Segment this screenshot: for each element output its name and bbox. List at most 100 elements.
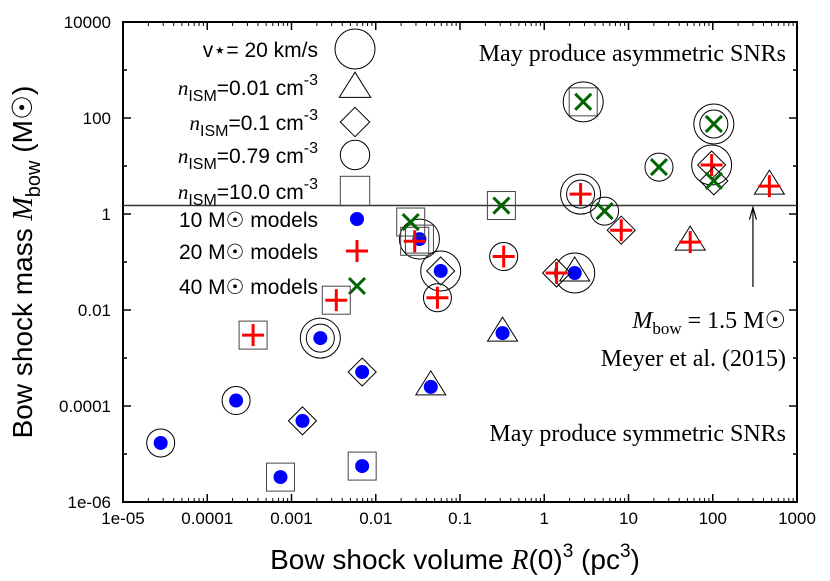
dot-icon bbox=[350, 212, 364, 226]
big-circle-icon bbox=[398, 218, 440, 260]
square-icon bbox=[404, 224, 434, 254]
square-icon bbox=[568, 87, 598, 117]
x-tick-label: 10 bbox=[619, 509, 638, 528]
legend-shape-label: nISM=0.01 cm-3 bbox=[178, 72, 318, 105]
legend-series-symbol bbox=[347, 276, 367, 296]
data-point bbox=[287, 406, 318, 436]
legend-series-label: 40 M☉ models bbox=[179, 276, 318, 299]
y-tick-label: 0.01 bbox=[78, 301, 111, 320]
reference-line: Mbow = 1.5 M☉ Meyer et al. (2015) bbox=[123, 204, 797, 372]
circle-icon bbox=[566, 179, 596, 209]
data-point bbox=[396, 207, 426, 237]
big-circle-icon bbox=[299, 317, 341, 359]
data-point bbox=[414, 369, 447, 396]
data-point bbox=[321, 285, 351, 315]
cross-icon bbox=[492, 196, 511, 215]
dot-icon bbox=[567, 265, 582, 280]
circle-icon bbox=[146, 428, 176, 458]
big-circle-icon bbox=[334, 28, 376, 70]
square-icon bbox=[347, 451, 377, 481]
triangle-icon bbox=[338, 71, 372, 98]
data-point bbox=[541, 258, 572, 288]
arrow-head-icon bbox=[748, 205, 758, 220]
symmetric-annotation: May produce symmetric SNRs bbox=[489, 421, 786, 447]
square-icon bbox=[238, 320, 268, 350]
data-point bbox=[486, 191, 516, 221]
legend-shape-symbol bbox=[339, 106, 371, 138]
y-tick-label: 100 bbox=[83, 109, 111, 128]
dot-icon bbox=[433, 263, 448, 278]
dot-icon bbox=[423, 379, 438, 394]
y-tick-label: 1e-06 bbox=[68, 493, 111, 512]
data-point bbox=[221, 386, 251, 416]
legend-shape-label: v⋆= 20 km/s bbox=[203, 39, 318, 62]
square-icon bbox=[339, 175, 371, 207]
legend-shape-label: nISM=0.1 cm-3 bbox=[190, 107, 319, 140]
legend-series-label: 10 M☉ models bbox=[179, 209, 318, 232]
x-tick-label: 1e-05 bbox=[101, 509, 144, 528]
dot-icon bbox=[153, 435, 168, 450]
legend-shape-label: nISM=10.0 cm-3 bbox=[178, 176, 318, 209]
data-point bbox=[644, 152, 674, 182]
triangle-icon bbox=[486, 316, 519, 342]
x-tick-label: 0.01 bbox=[359, 509, 392, 528]
data-point bbox=[238, 320, 268, 350]
legend-shape-symbol bbox=[339, 139, 371, 171]
threshold-reference: Meyer et al. (2015) bbox=[601, 346, 786, 372]
diamond-icon bbox=[425, 256, 456, 286]
dot-icon bbox=[295, 413, 310, 428]
data-point bbox=[486, 316, 519, 342]
threshold-label: Mbow = 1.5 M☉ bbox=[631, 308, 786, 338]
circle-icon bbox=[305, 323, 335, 353]
diamond-icon bbox=[699, 166, 729, 196]
circle-icon bbox=[644, 152, 674, 182]
cross-icon bbox=[401, 212, 420, 232]
data-point bbox=[299, 317, 341, 359]
circle-icon bbox=[590, 196, 620, 226]
data-point bbox=[560, 173, 602, 215]
big-circle-icon bbox=[560, 173, 602, 215]
cross-icon bbox=[704, 171, 723, 190]
axis-ticks bbox=[122, 21, 798, 503]
square-icon bbox=[486, 191, 516, 221]
y-tick-label: 1 bbox=[102, 205, 111, 224]
circle-icon bbox=[699, 109, 729, 139]
cross-icon bbox=[574, 92, 593, 111]
data-point bbox=[400, 226, 430, 256]
data-point bbox=[674, 225, 707, 254]
legend-shape-label: nISM=0.79 cm-3 bbox=[178, 140, 318, 173]
cross-icon bbox=[704, 114, 723, 134]
legend-series-symbol bbox=[346, 240, 368, 262]
square-icon bbox=[265, 462, 295, 492]
diamond-icon bbox=[541, 258, 572, 288]
triangle-icon bbox=[414, 369, 447, 396]
dot-icon bbox=[273, 470, 288, 485]
data-point bbox=[590, 196, 620, 226]
legend-shape-symbol bbox=[339, 175, 371, 207]
diamond-icon bbox=[347, 357, 377, 387]
y-tick-label: 10000 bbox=[64, 13, 111, 32]
x-tick-label: 100 bbox=[699, 509, 727, 528]
circle-icon bbox=[221, 386, 251, 416]
data-point bbox=[420, 250, 462, 292]
circle-icon bbox=[339, 139, 371, 171]
data-point bbox=[562, 81, 604, 123]
legend-shape-symbol bbox=[334, 28, 376, 70]
x-tick-label: 1 bbox=[540, 509, 549, 528]
data-point bbox=[606, 215, 636, 245]
big-circle-icon bbox=[693, 103, 735, 145]
square-icon bbox=[321, 285, 351, 315]
data-point bbox=[422, 283, 452, 313]
y-tick-label: 0.0001 bbox=[59, 397, 111, 416]
data-point bbox=[753, 169, 786, 198]
data-point bbox=[265, 462, 295, 492]
data-point bbox=[347, 357, 377, 387]
data-point bbox=[489, 242, 519, 272]
data-point bbox=[699, 166, 729, 196]
x-tick-label: 0.1 bbox=[448, 509, 472, 528]
data-point bbox=[398, 218, 440, 260]
data-point bbox=[693, 103, 735, 145]
